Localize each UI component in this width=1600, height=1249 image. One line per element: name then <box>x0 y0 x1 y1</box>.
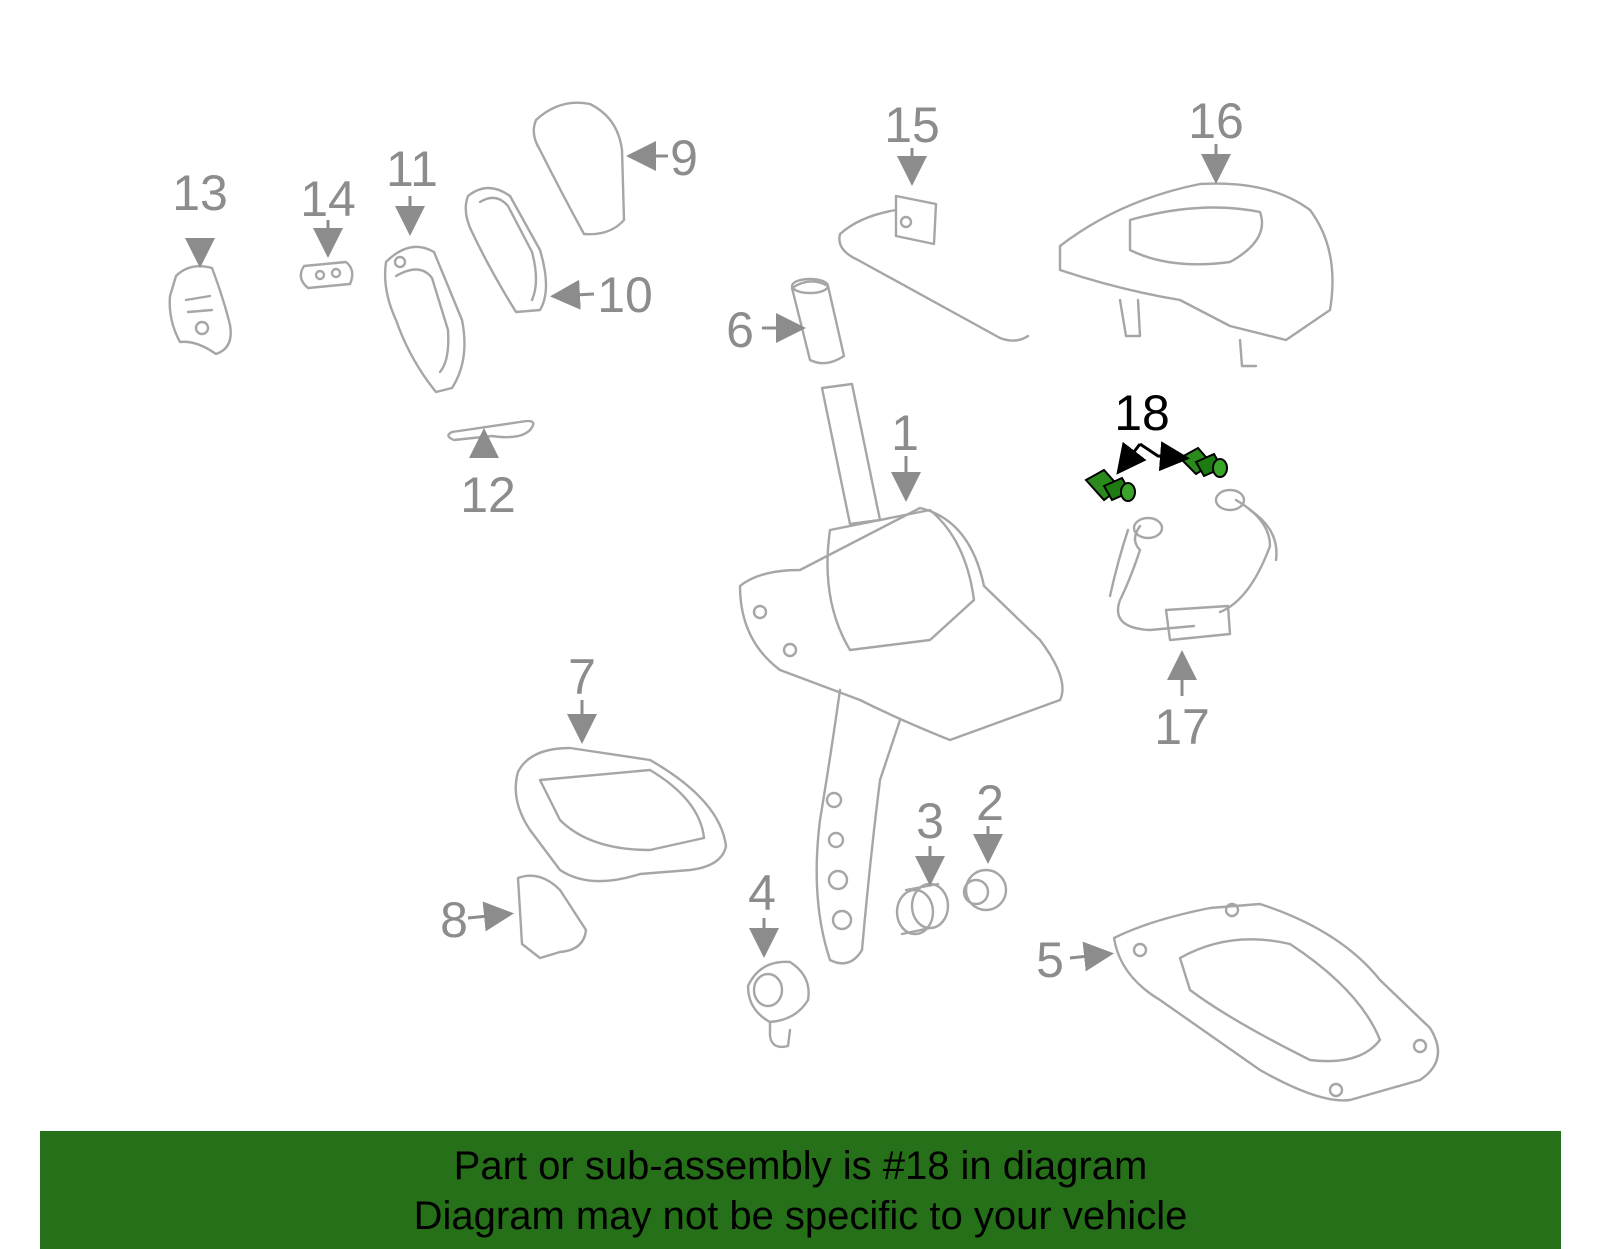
parts-diagram: 1 2 3 4 5 6 7 8 9 10 11 12 13 14 15 16 1… <box>168 93 1440 1102</box>
callout-1: 1 <box>891 405 919 461</box>
part-14 <box>299 260 354 290</box>
callout-labels: 1 2 3 4 5 6 7 8 9 10 11 12 13 14 15 16 1… <box>172 93 1244 988</box>
callout-15: 15 <box>884 97 940 153</box>
callout-6: 6 <box>726 302 754 358</box>
callout-16: 16 <box>1188 93 1244 149</box>
callout-9: 9 <box>670 130 698 186</box>
callout-18: 18 <box>1114 385 1170 441</box>
part-5 <box>1112 902 1440 1102</box>
callout-3: 3 <box>916 793 944 849</box>
callout-17: 17 <box>1154 699 1210 755</box>
callout-5: 5 <box>1036 932 1064 988</box>
banner-line-2: Diagram may not be specific to your vehi… <box>413 1194 1188 1238</box>
part-2 <box>962 868 1008 912</box>
info-banner: Part or sub-assembly is #18 in diagram D… <box>40 1131 1561 1249</box>
callout-4: 4 <box>748 865 776 921</box>
part-7 <box>514 746 728 883</box>
callout-11: 11 <box>386 141 438 197</box>
part-8 <box>516 874 588 960</box>
part-4 <box>746 960 810 1049</box>
part-6 <box>790 277 846 365</box>
part-1 <box>738 382 1064 965</box>
callout-7: 7 <box>568 649 596 705</box>
sensor-18-left <box>1084 468 1136 502</box>
callout-13: 13 <box>172 165 228 221</box>
callout-2: 2 <box>976 775 1004 831</box>
leader-arrows <box>185 141 1231 972</box>
part-10 <box>464 186 548 314</box>
part-11 <box>383 245 466 394</box>
part-3 <box>895 882 950 936</box>
callout-12: 12 <box>460 467 516 523</box>
part-12 <box>447 419 535 442</box>
callout-14: 14 <box>300 171 356 227</box>
banner-line-1: Part or sub-assembly is #18 in diagram <box>453 1144 1148 1188</box>
part-15 <box>838 194 1030 342</box>
part-9 <box>532 101 626 236</box>
callout-10: 10 <box>597 267 653 323</box>
sensor-18-right <box>1178 446 1228 478</box>
part-17 <box>1108 488 1278 642</box>
part-16 <box>1058 182 1334 368</box>
callout-8: 8 <box>440 892 468 948</box>
part-13 <box>168 265 232 356</box>
